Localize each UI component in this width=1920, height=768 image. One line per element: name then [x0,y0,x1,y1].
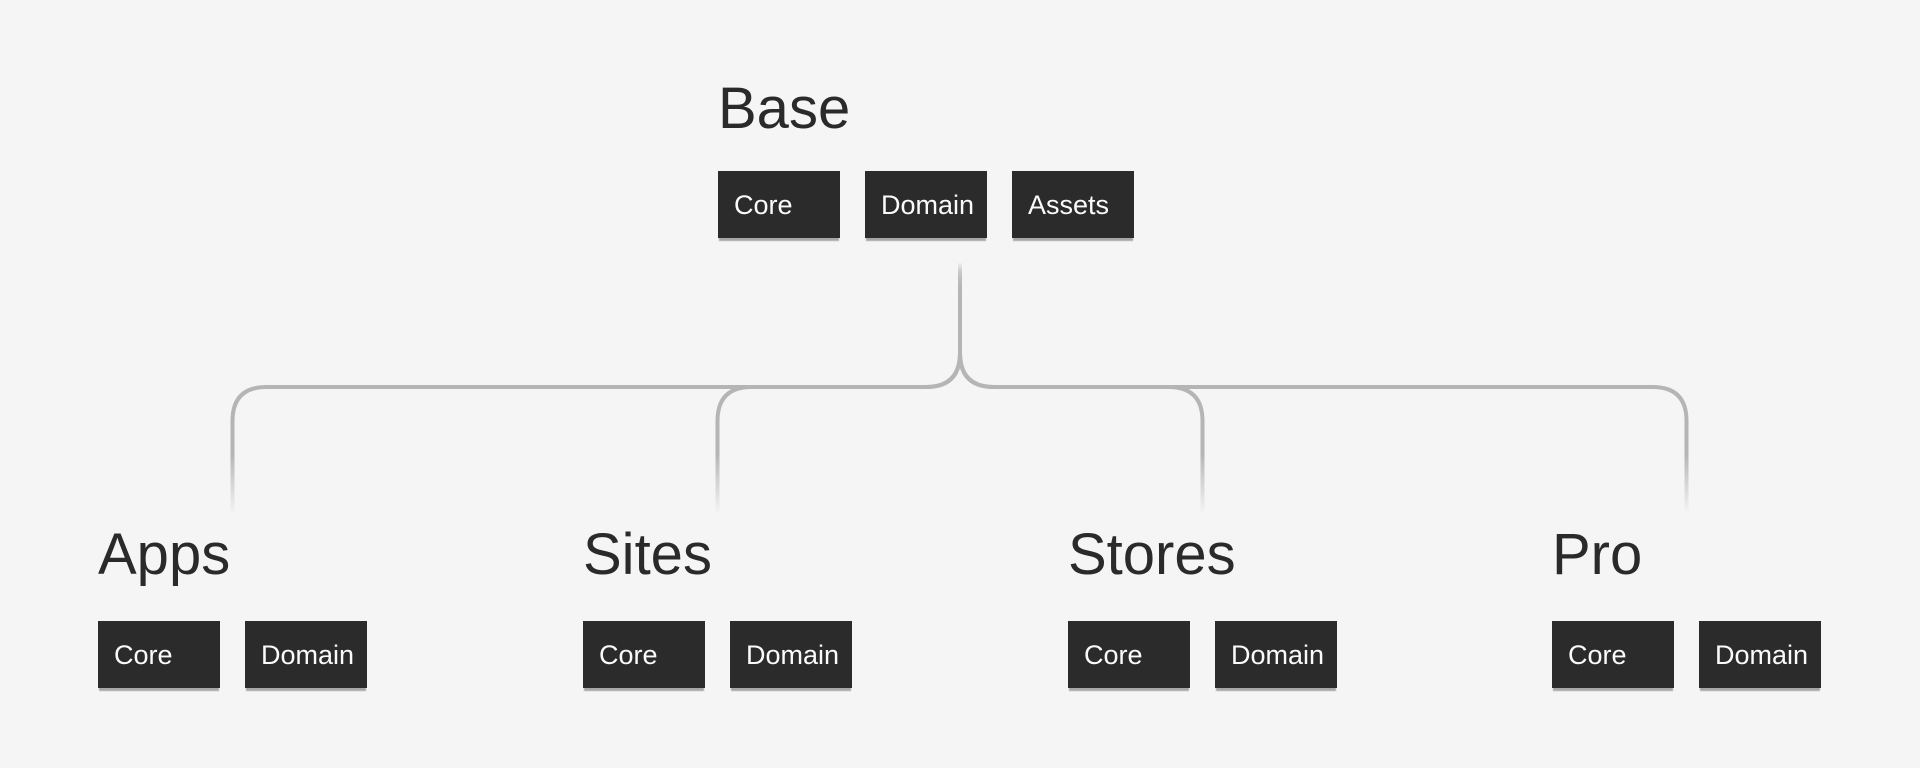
node-sites-title: Sites [583,522,712,587]
node-stores: Stores Core Domain [1068,526,1337,688]
connector-base-to-pro [958,263,1689,514]
node-stores-title: Stores [1068,522,1236,587]
connector-base-to-apps [230,263,962,514]
module-chip-domain: Domain [1699,621,1821,688]
module-chip-domain: Domain [730,621,852,688]
node-apps: Apps Core Domain [98,526,367,688]
node-apps-module-row: Core Domain [98,621,367,688]
module-chip-core: Core [1552,621,1674,688]
module-chip-domain: Domain [245,621,367,688]
connector-base-to-sites [715,263,962,514]
node-apps-title: Apps [98,522,231,587]
node-sites: Sites Core Domain [583,526,852,688]
module-chip-core: Core [718,171,840,238]
node-pro-module-row: Core Domain [1552,621,1821,688]
module-chip-domain: Domain [1215,621,1337,688]
node-stores-module-row: Core Domain [1068,621,1337,688]
node-pro-title: Pro [1552,522,1643,587]
module-chip-core: Core [98,621,220,688]
node-sites-module-row: Core Domain [583,621,852,688]
node-base-module-row: Core Domain Assets [718,171,1134,238]
node-pro: Pro Core Domain [1552,526,1821,688]
module-chip-core: Core [583,621,705,688]
module-chip-assets: Assets [1012,171,1134,238]
module-chip-domain: Domain [865,171,987,238]
node-base-title: Base [718,76,851,141]
connector-base-to-stores [958,263,1205,514]
module-chip-core: Core [1068,621,1190,688]
node-base: Base Core Domain Assets [718,80,1134,238]
